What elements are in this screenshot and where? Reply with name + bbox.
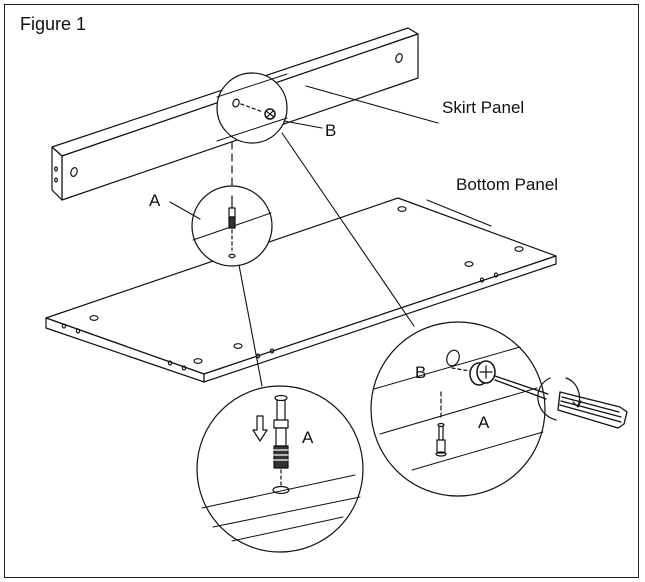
bottom-panel-illustration — [45, 197, 557, 383]
part-a-label-top: A — [149, 191, 161, 210]
cam-pin-small-icon — [435, 391, 447, 457]
part-a-label-small: A — [478, 413, 490, 432]
down-arrow-icon — [252, 415, 268, 442]
detail-circle-a-large — [196, 385, 364, 553]
part-a-label-large: A — [302, 428, 314, 447]
cam-pin-icon — [273, 394, 289, 469]
detail-circle-a-top — [191, 185, 273, 267]
part-b-label-large: B — [415, 363, 426, 382]
figure-title: Figure 1 — [20, 14, 87, 34]
detail-circle-b-top — [216, 72, 288, 144]
screwdriver-icon — [494, 375, 628, 429]
detail-circle-b-large — [370, 321, 546, 497]
skirt-panel-label: Skirt Panel — [442, 98, 524, 117]
bottom-panel-label: Bottom Panel — [456, 175, 558, 194]
part-b-label-top: B — [325, 121, 336, 140]
cam-lock-icon — [469, 360, 496, 386]
